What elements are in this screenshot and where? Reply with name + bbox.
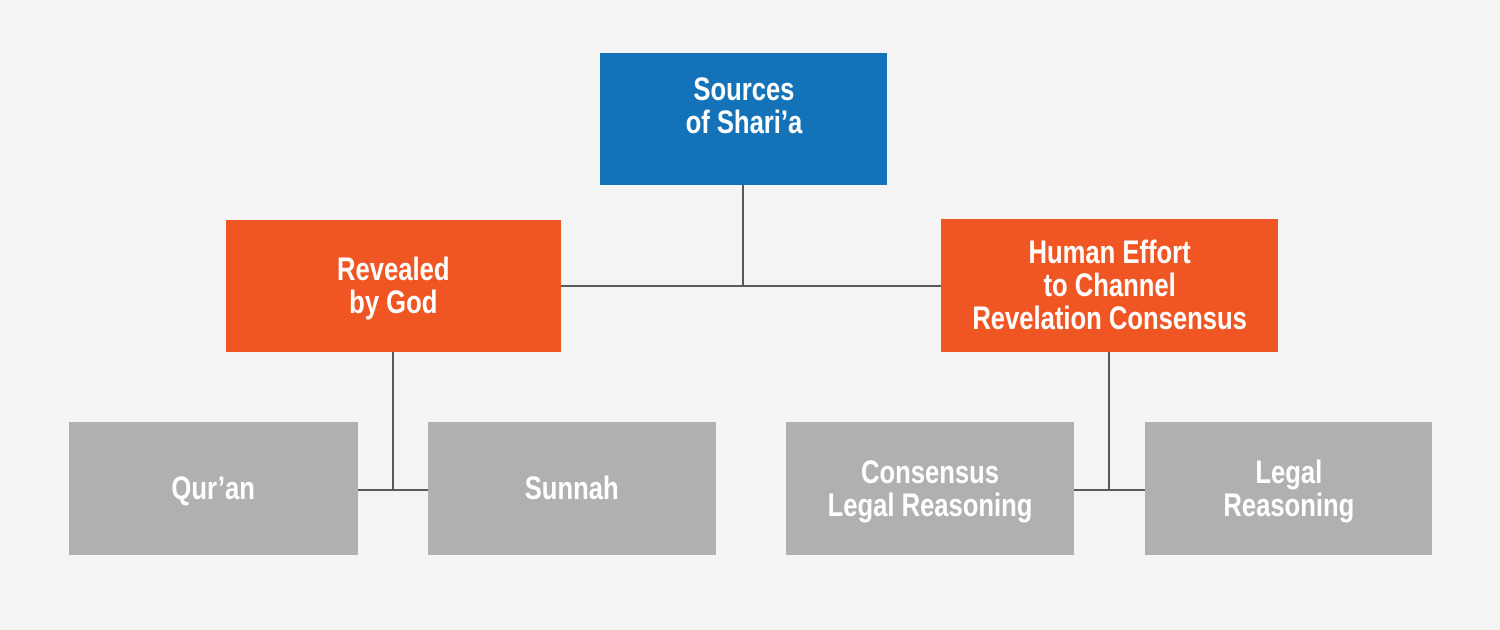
node-label: Human Effort to Channel Revelation Conse… xyxy=(972,236,1247,335)
node-label: Qur’an xyxy=(172,472,255,505)
node-label-wrap: Legal Reasoning xyxy=(1207,453,1371,523)
label-line: Legal xyxy=(1255,453,1322,490)
node-label-wrap: Human Effort to Channel Revelation Conse… xyxy=(938,236,1281,335)
label-line: Reasoning xyxy=(1223,486,1354,523)
label-line: Legal Reasoning xyxy=(827,486,1033,523)
connector-consensus-legal-horizontal xyxy=(1074,489,1145,491)
connector-revealed-stem xyxy=(392,352,394,491)
label-line: Revelation Consensus xyxy=(972,300,1247,336)
node-legal-reasoning: Legal Reasoning xyxy=(1145,422,1432,555)
node-label: Sunnah xyxy=(525,472,619,505)
node-sunnah: Sunnah xyxy=(428,422,716,555)
node-label-wrap: Revealed by God xyxy=(323,253,464,319)
node-label: Revealed by God xyxy=(337,253,449,319)
connector-sources-stem xyxy=(742,185,744,286)
label-line: Sunnah xyxy=(525,470,619,506)
connector-quran-sunnah-horizontal xyxy=(358,489,428,491)
node-label-wrap: Sunnah xyxy=(513,472,630,505)
node-label-wrap: Consensus Legal Reasoning xyxy=(802,453,1058,523)
node-quran: Qur’an xyxy=(69,422,358,555)
label-line: Qur’an xyxy=(171,470,256,506)
node-label: Legal Reasoning xyxy=(1223,453,1354,523)
node-revealed-by-god: Revealed by God xyxy=(226,220,561,352)
label-line: Human Effort xyxy=(1028,234,1191,270)
label-line: to Channel xyxy=(1043,267,1176,303)
node-sources-of-sharia: Sources of Shari’a xyxy=(600,53,887,185)
node-label-wrap: Sources of Shari’a xyxy=(671,73,817,165)
label-line: Sources xyxy=(692,71,795,107)
node-human-effort: Human Effort to Channel Revelation Conse… xyxy=(941,219,1278,352)
node-label: Sources of Shari’a xyxy=(685,73,802,139)
connector-human-effort-stem xyxy=(1108,352,1110,491)
label-line: of Shari’a xyxy=(685,104,802,140)
label-line: Consensus xyxy=(860,453,999,490)
connector-level2-horizontal xyxy=(561,285,941,287)
label-line: Revealed xyxy=(337,251,450,287)
node-label-wrap: Qur’an xyxy=(161,472,265,505)
node-consensus-legal-reasoning: Consensus Legal Reasoning xyxy=(786,422,1074,555)
node-label: Consensus Legal Reasoning xyxy=(827,453,1033,523)
label-line: by God xyxy=(349,284,438,320)
